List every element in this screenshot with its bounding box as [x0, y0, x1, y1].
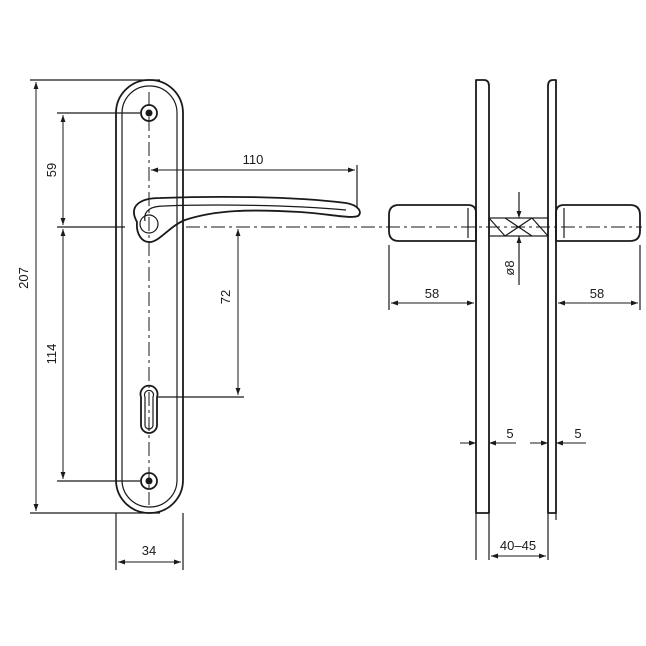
dim-upper: 59	[44, 163, 59, 177]
dim-door-thickness: 40–45	[500, 538, 536, 553]
dim-plate-width: 34	[142, 543, 156, 558]
dim-right-plate: 5	[574, 426, 581, 441]
right-plate-profile	[547, 79, 557, 514]
left-plate-profile	[475, 79, 490, 514]
bottom-screw-icon	[140, 472, 158, 490]
dim-handle-length: 110	[243, 152, 264, 167]
dim-spindle: ø8	[502, 260, 517, 275]
right-lever-profile	[555, 204, 641, 242]
top-screw-icon	[140, 104, 158, 122]
dim-lever-to-cylinder: 72	[218, 290, 233, 304]
backplate-inner-outline	[121, 85, 178, 508]
side-view: ø8 58 58 5 5 40–45	[388, 79, 641, 560]
dim-left-plate: 5	[506, 426, 513, 441]
left-lever-profile	[388, 204, 477, 242]
lever-handle	[133, 195, 361, 243]
front-view: 207 59 114 110 72 34	[16, 79, 642, 570]
dim-left-projection: 58	[425, 286, 439, 301]
dim-right-projection: 58	[590, 286, 604, 301]
dim-lower: 114	[44, 344, 59, 365]
dim-total-height: 207	[16, 267, 31, 289]
cylinder-cutout	[139, 384, 159, 434]
